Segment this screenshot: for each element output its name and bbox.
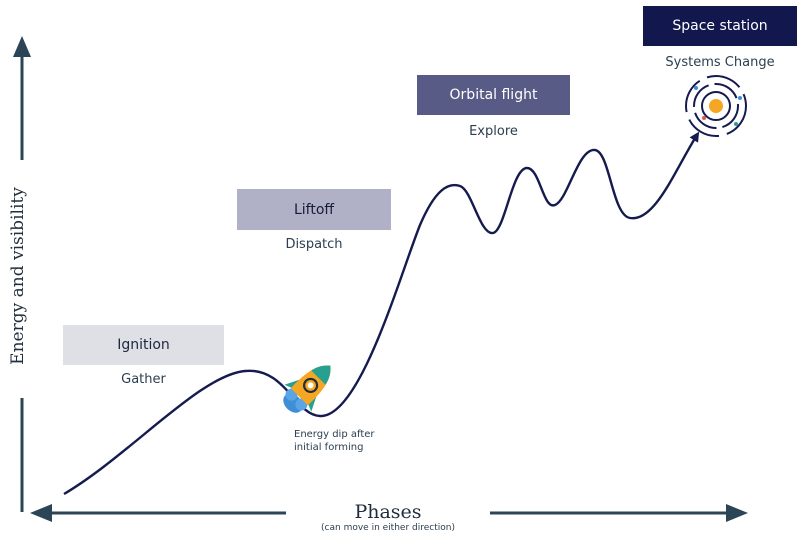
phase-ignition-subtitle: Gather xyxy=(121,372,166,387)
x-axis xyxy=(30,504,748,522)
energy-dip-annotation: Energy dip after initial forming xyxy=(294,428,375,454)
phase-orbital-label: Orbital flight xyxy=(449,87,538,103)
x-axis-title: Phases xyxy=(354,501,422,523)
y-axis xyxy=(13,36,31,512)
x-axis-subtitle: (can move in either direction) xyxy=(321,523,455,533)
phase-ignition-label: Ignition xyxy=(117,337,170,353)
annotation-line-1: Energy dip after xyxy=(294,429,375,440)
phase-station-subtitle: Systems Change xyxy=(665,55,775,70)
phase-station-label: Space station xyxy=(672,18,768,34)
energy-curve xyxy=(63,131,700,496)
phase-ignition-box: Ignition xyxy=(63,325,224,365)
phase-station-box: Space station xyxy=(643,6,797,46)
phase-liftoff-box: Liftoff xyxy=(237,189,391,230)
phase-liftoff-subtitle: Dispatch xyxy=(285,237,343,252)
phase-orbital-box: Orbital flight xyxy=(417,75,570,115)
orbit-target-icon xyxy=(685,75,747,137)
annotation-line-2: initial forming xyxy=(294,442,364,453)
rocket-icon xyxy=(283,365,331,413)
phase-liftoff-label: Liftoff xyxy=(293,201,335,218)
phase-orbital-subtitle: Explore xyxy=(469,124,518,139)
y-axis-title: Energy and visibility xyxy=(8,187,28,365)
